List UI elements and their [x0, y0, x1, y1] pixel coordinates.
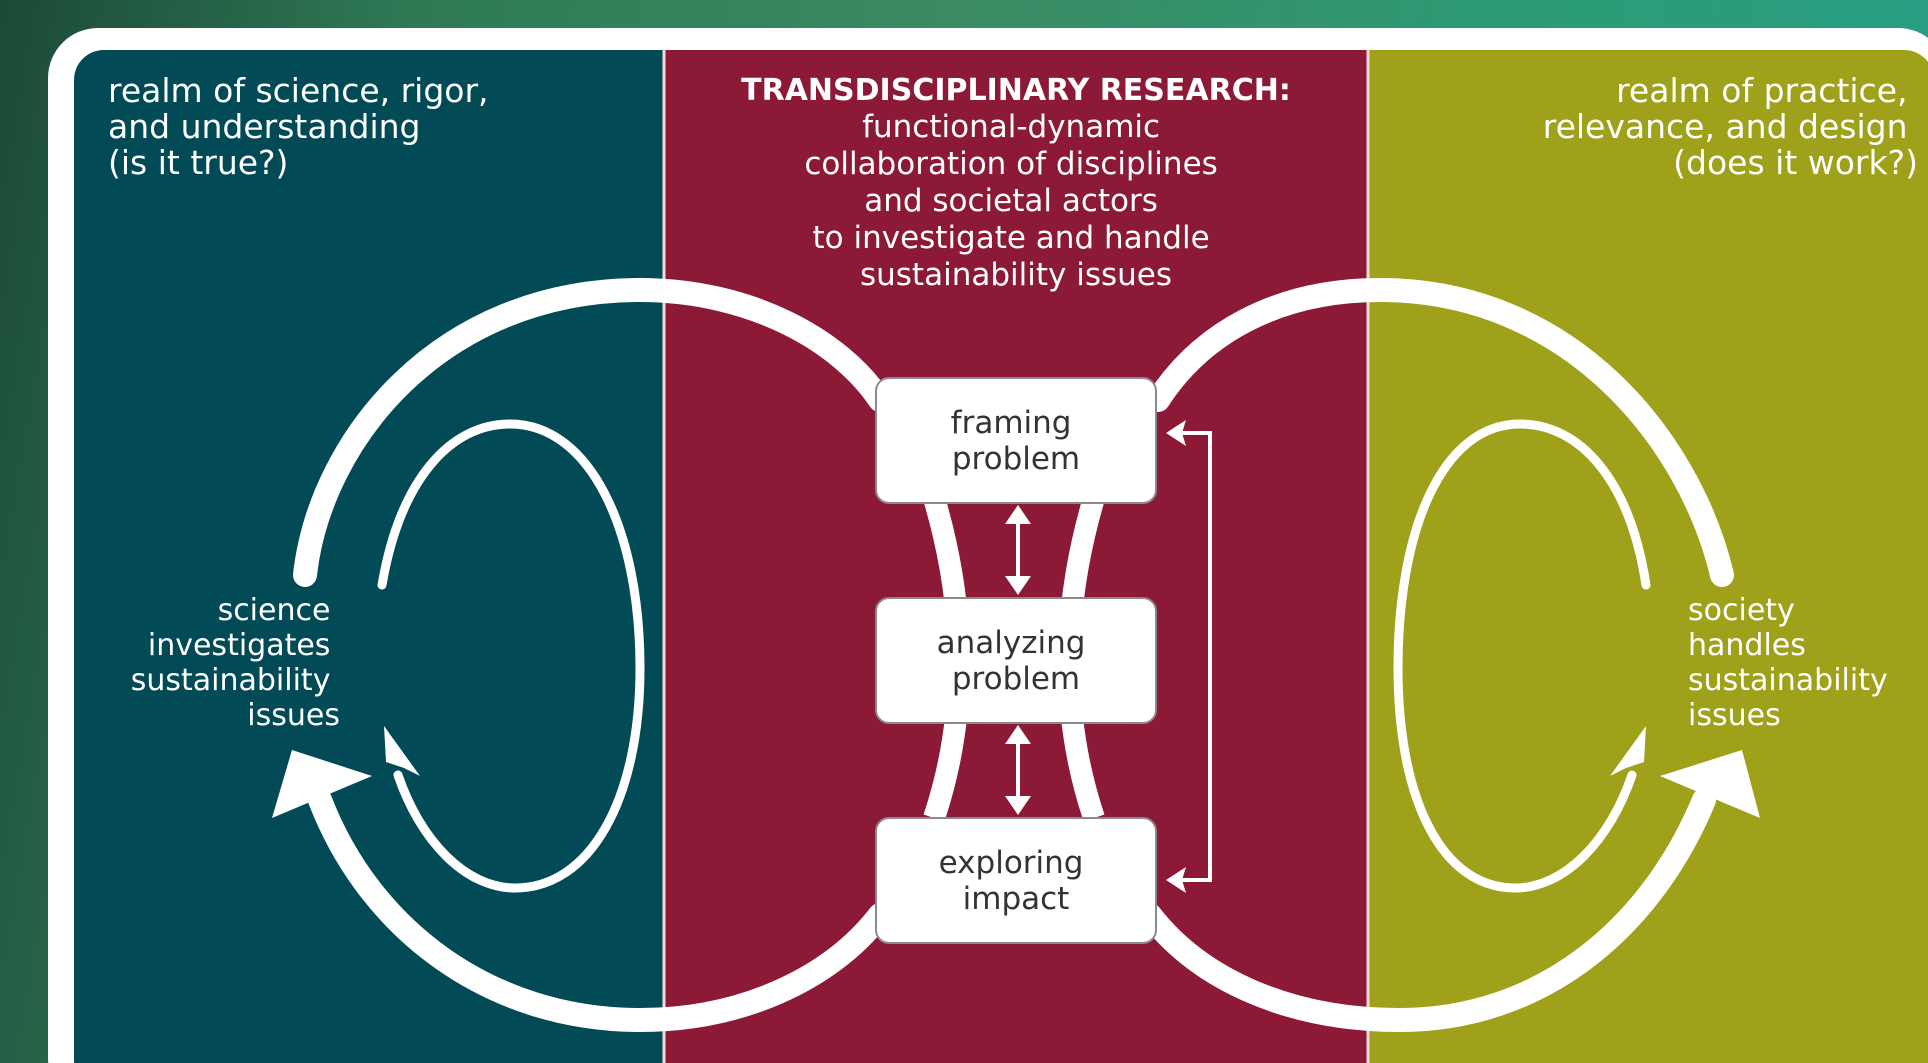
transdisciplinary-heading: TRANSDISCIPLINARY RESEARCH:: [741, 73, 1291, 108]
society-outer-arrow-icon: [1660, 750, 1760, 818]
step-label-exploring: exploring impact: [939, 845, 1094, 917]
step-label-analyzing: analyzing problem: [937, 625, 1096, 697]
practice-realm-text: realm of practice, relevance, and design…: [1543, 71, 1918, 182]
science-cycle-text: science investigates sustainability issu…: [131, 593, 340, 733]
society-outer-loop: [1138, 277, 1734, 1033]
double-arrow-2-icon: [1005, 725, 1031, 815]
transdisciplinary-description: functional-dynamic collaboration of disc…: [804, 109, 1227, 293]
science-outer-arrow-icon: [272, 750, 372, 818]
step-box-framing: [875, 377, 1157, 504]
step-label-framing: framing problem: [951, 405, 1082, 477]
society-cycle-text: society handles sustainability issues: [1688, 593, 1897, 733]
step-box-exploring: [875, 817, 1157, 944]
society-inner-loop: [1393, 419, 1651, 893]
science-inner-loop: [377, 419, 645, 893]
science-realm-text: realm of science, rigor, and understandi…: [108, 71, 499, 182]
feedback-arrowhead-bottom-icon: [1166, 867, 1186, 893]
science-panel: [74, 50, 664, 1063]
feedback-arrowhead-top-icon: [1166, 420, 1186, 446]
step-box-analyzing: [875, 597, 1157, 724]
society-inner-arrow-icon: [1610, 726, 1646, 776]
science-inner-arrow-icon: [384, 726, 420, 776]
feedback-line: [1170, 431, 1212, 882]
science-outer-loop: [293, 277, 892, 1033]
double-arrow-1-icon: [1005, 505, 1031, 595]
